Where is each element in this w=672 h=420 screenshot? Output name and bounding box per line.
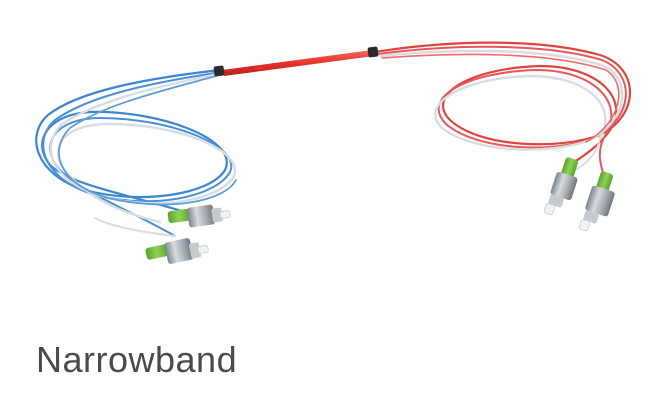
left-fiber-coil <box>35 68 237 237</box>
fc-connector-right-right <box>578 171 615 232</box>
svg-text:·····: ····· <box>255 65 262 71</box>
fc-connector-left-lower <box>145 238 209 264</box>
fiber-coupler-image: ····· ····· <box>35 41 632 264</box>
fc-connector-right-left <box>543 157 578 216</box>
right-fiber-coil <box>373 41 632 179</box>
svg-text:·····: ····· <box>300 58 307 64</box>
fc-connector-left-upper <box>167 204 231 228</box>
product-caption[interactable]: Narrowband <box>36 339 238 380</box>
coupler-body: ····· ····· <box>213 46 379 77</box>
